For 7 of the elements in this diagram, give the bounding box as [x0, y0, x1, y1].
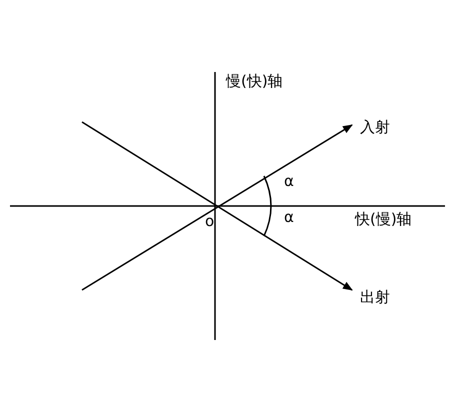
origin-label: o — [205, 212, 214, 230]
angle-label: α — [284, 172, 294, 190]
ray-label: 入射 — [360, 118, 390, 136]
axis-label: 慢(快)轴 — [226, 72, 283, 90]
ray-label: 出射 — [360, 288, 390, 306]
angle-label: α — [284, 208, 294, 226]
axis-label: 快(慢)轴 — [355, 210, 412, 228]
